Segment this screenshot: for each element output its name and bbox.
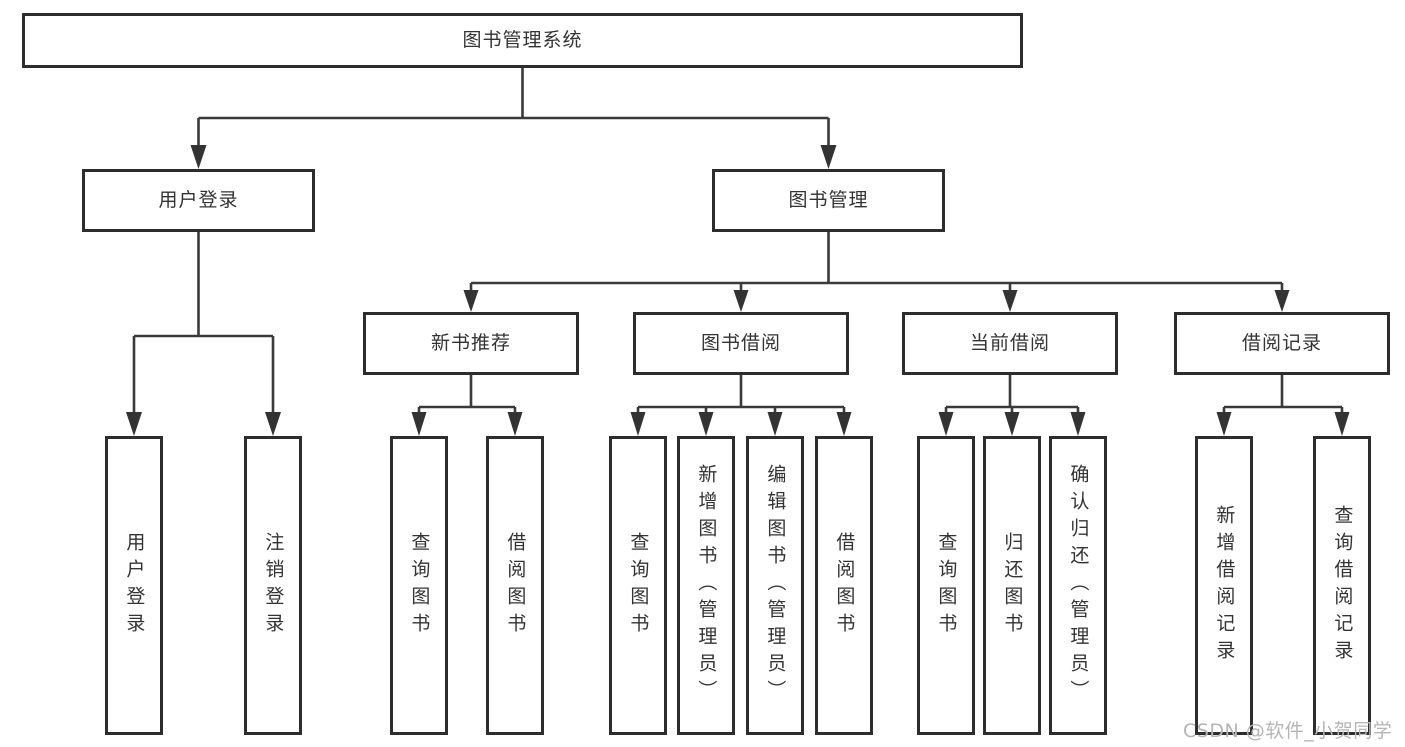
leaf-edit-books-admin-label: 编辑图书（管理员）	[764, 464, 787, 707]
leaf-borrow-books-recommend-label: 借阅图书	[504, 531, 527, 640]
node-current-borrowing: 当前借阅	[902, 312, 1118, 375]
node-root-label: 图书管理系统	[462, 29, 583, 52]
node-user-login: 用户登录	[82, 169, 315, 232]
node-user-login-label: 用户登录	[158, 189, 239, 212]
leaf-query-books-current: 查询图书	[917, 436, 975, 735]
leaf-logout-label: 注销登录	[262, 531, 285, 640]
leaf-return-books-label: 归还图书	[1001, 531, 1024, 640]
leaf-confirm-return-admin: 确认归还（管理员）	[1049, 436, 1107, 735]
leaf-borrow-books-recommend: 借阅图书	[486, 436, 544, 735]
leaf-user-login: 用户登录	[105, 436, 163, 735]
node-new-book-recommendation: 新书推荐	[363, 312, 579, 375]
leaf-query-books-current-label: 查询图书	[935, 531, 958, 640]
leaf-user-login-label: 用户登录	[123, 531, 146, 640]
node-book-borrowing: 图书借阅	[633, 312, 849, 375]
node-borrowing-records-label: 借阅记录	[1241, 332, 1322, 355]
leaf-query-borrow-record-label: 查询借阅记录	[1331, 504, 1354, 667]
leaf-add-books-admin: 新增图书（管理员）	[677, 436, 735, 735]
node-root: 图书管理系统	[22, 13, 1023, 68]
leaf-query-books-recommend-label: 查询图书	[408, 531, 431, 640]
node-current-borrowing-label: 当前借阅	[969, 332, 1050, 355]
leaf-edit-books-admin: 编辑图书（管理员）	[746, 436, 804, 735]
leaf-add-books-admin-label: 新增图书（管理员）	[695, 464, 718, 707]
leaf-return-books: 归还图书	[983, 436, 1041, 735]
node-book-management: 图书管理	[712, 169, 945, 232]
leaf-query-borrow-record: 查询借阅记录	[1313, 436, 1371, 735]
leaf-add-borrow-record: 新增借阅记录	[1195, 436, 1253, 735]
leaf-borrow-books: 借阅图书	[815, 436, 873, 735]
node-book-borrowing-label: 图书借阅	[700, 332, 781, 355]
leaf-confirm-return-admin-label: 确认归还（管理员）	[1067, 464, 1090, 707]
node-borrowing-records: 借阅记录	[1174, 312, 1390, 375]
leaf-borrow-books-label: 借阅图书	[833, 531, 856, 640]
leaf-query-books-recommend: 查询图书	[390, 436, 448, 735]
node-new-book-recommendation-label: 新书推荐	[430, 332, 511, 355]
leaf-query-books-borrowing: 查询图书	[609, 436, 667, 735]
leaf-add-borrow-record-label: 新增借阅记录	[1213, 504, 1236, 667]
leaf-query-books-borrowing-label: 查询图书	[627, 531, 650, 640]
node-book-management-label: 图书管理	[788, 189, 869, 212]
leaf-logout: 注销登录	[244, 436, 302, 735]
watermark: CSDN @软件_小贺同学	[1183, 720, 1393, 742]
